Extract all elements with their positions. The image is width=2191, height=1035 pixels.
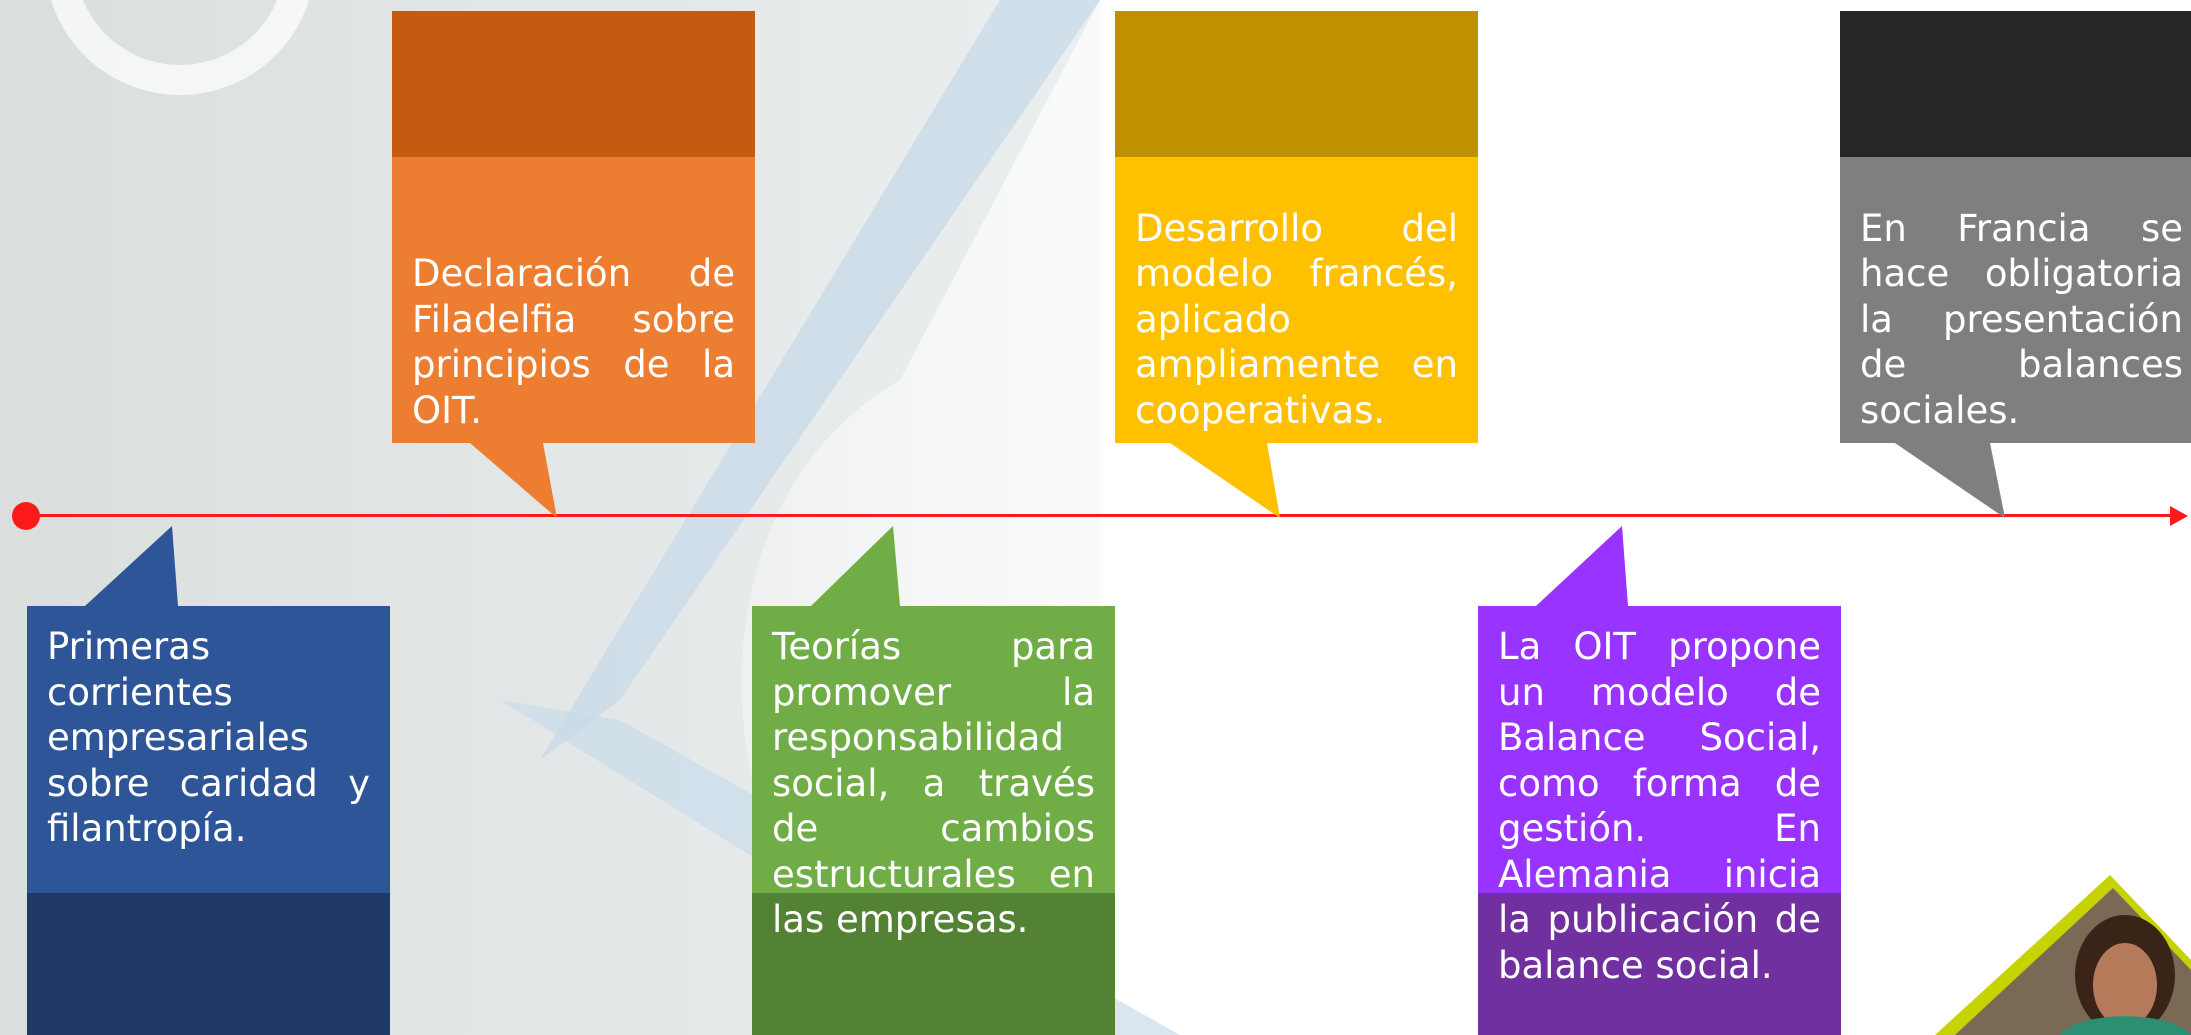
milestone-fill-green — [752, 606, 1115, 893]
milestone-text-orange: Declaración de Filadelfia sobre principi… — [412, 252, 735, 432]
person-photo-thumbnail — [1935, 875, 2191, 1035]
diagonal-band — [540, 0, 1100, 760]
milestone-text-purple: La OIT propone un modelo de Balance Soci… — [1498, 625, 1821, 987]
milestone-text-blue: Primeras corrientes empresariales sobre … — [47, 625, 370, 850]
milestone-box-purple: La OIT propone un modelo de Balance Soci… — [1478, 606, 1841, 987]
milestone-fill-purple — [1478, 606, 1841, 893]
timeline-line — [26, 514, 2176, 517]
milestone-fill-blue — [27, 606, 390, 893]
milestone-header-orange — [392, 11, 755, 157]
milestone-header-yellow — [1115, 11, 1478, 157]
tail-green — [811, 526, 900, 606]
timeline-start-dot — [12, 502, 40, 530]
tail-purple — [1536, 526, 1628, 606]
milestone-footer-green — [752, 893, 1115, 1035]
milestone-text-gray: En Francia se hace obligatoria la presen… — [1860, 206, 2183, 432]
tail-blue — [85, 526, 178, 606]
milestone-box-green: Teorías para promover la responsabilidad… — [752, 606, 1115, 941]
milestone-footer-purple — [1478, 893, 1841, 1035]
milestone-box-gray: En Francia se hace obligatoria la presen… — [1840, 157, 2191, 443]
tail-orange — [470, 443, 557, 518]
milestone-box-orange: Declaración de Filadelfia sobre principi… — [392, 157, 755, 443]
milestone-box-yellow: Desarrollo del modelo francés, aplicado … — [1115, 157, 1478, 443]
milestone-box-blue: Primeras corrientes empresariales sobre … — [27, 606, 390, 893]
milestone-text-yellow: Desarrollo del modelo francés, aplicado … — [1135, 206, 1458, 432]
milestone-footer-blue — [27, 893, 390, 1035]
milestone-header-gray — [1840, 11, 2191, 157]
tail-gray — [1895, 443, 2005, 518]
tail-yellow — [1170, 443, 1280, 518]
timeline-arrow-icon — [2170, 506, 2188, 526]
milestone-text-green: Teorías para promover la responsabilidad… — [772, 625, 1095, 941]
